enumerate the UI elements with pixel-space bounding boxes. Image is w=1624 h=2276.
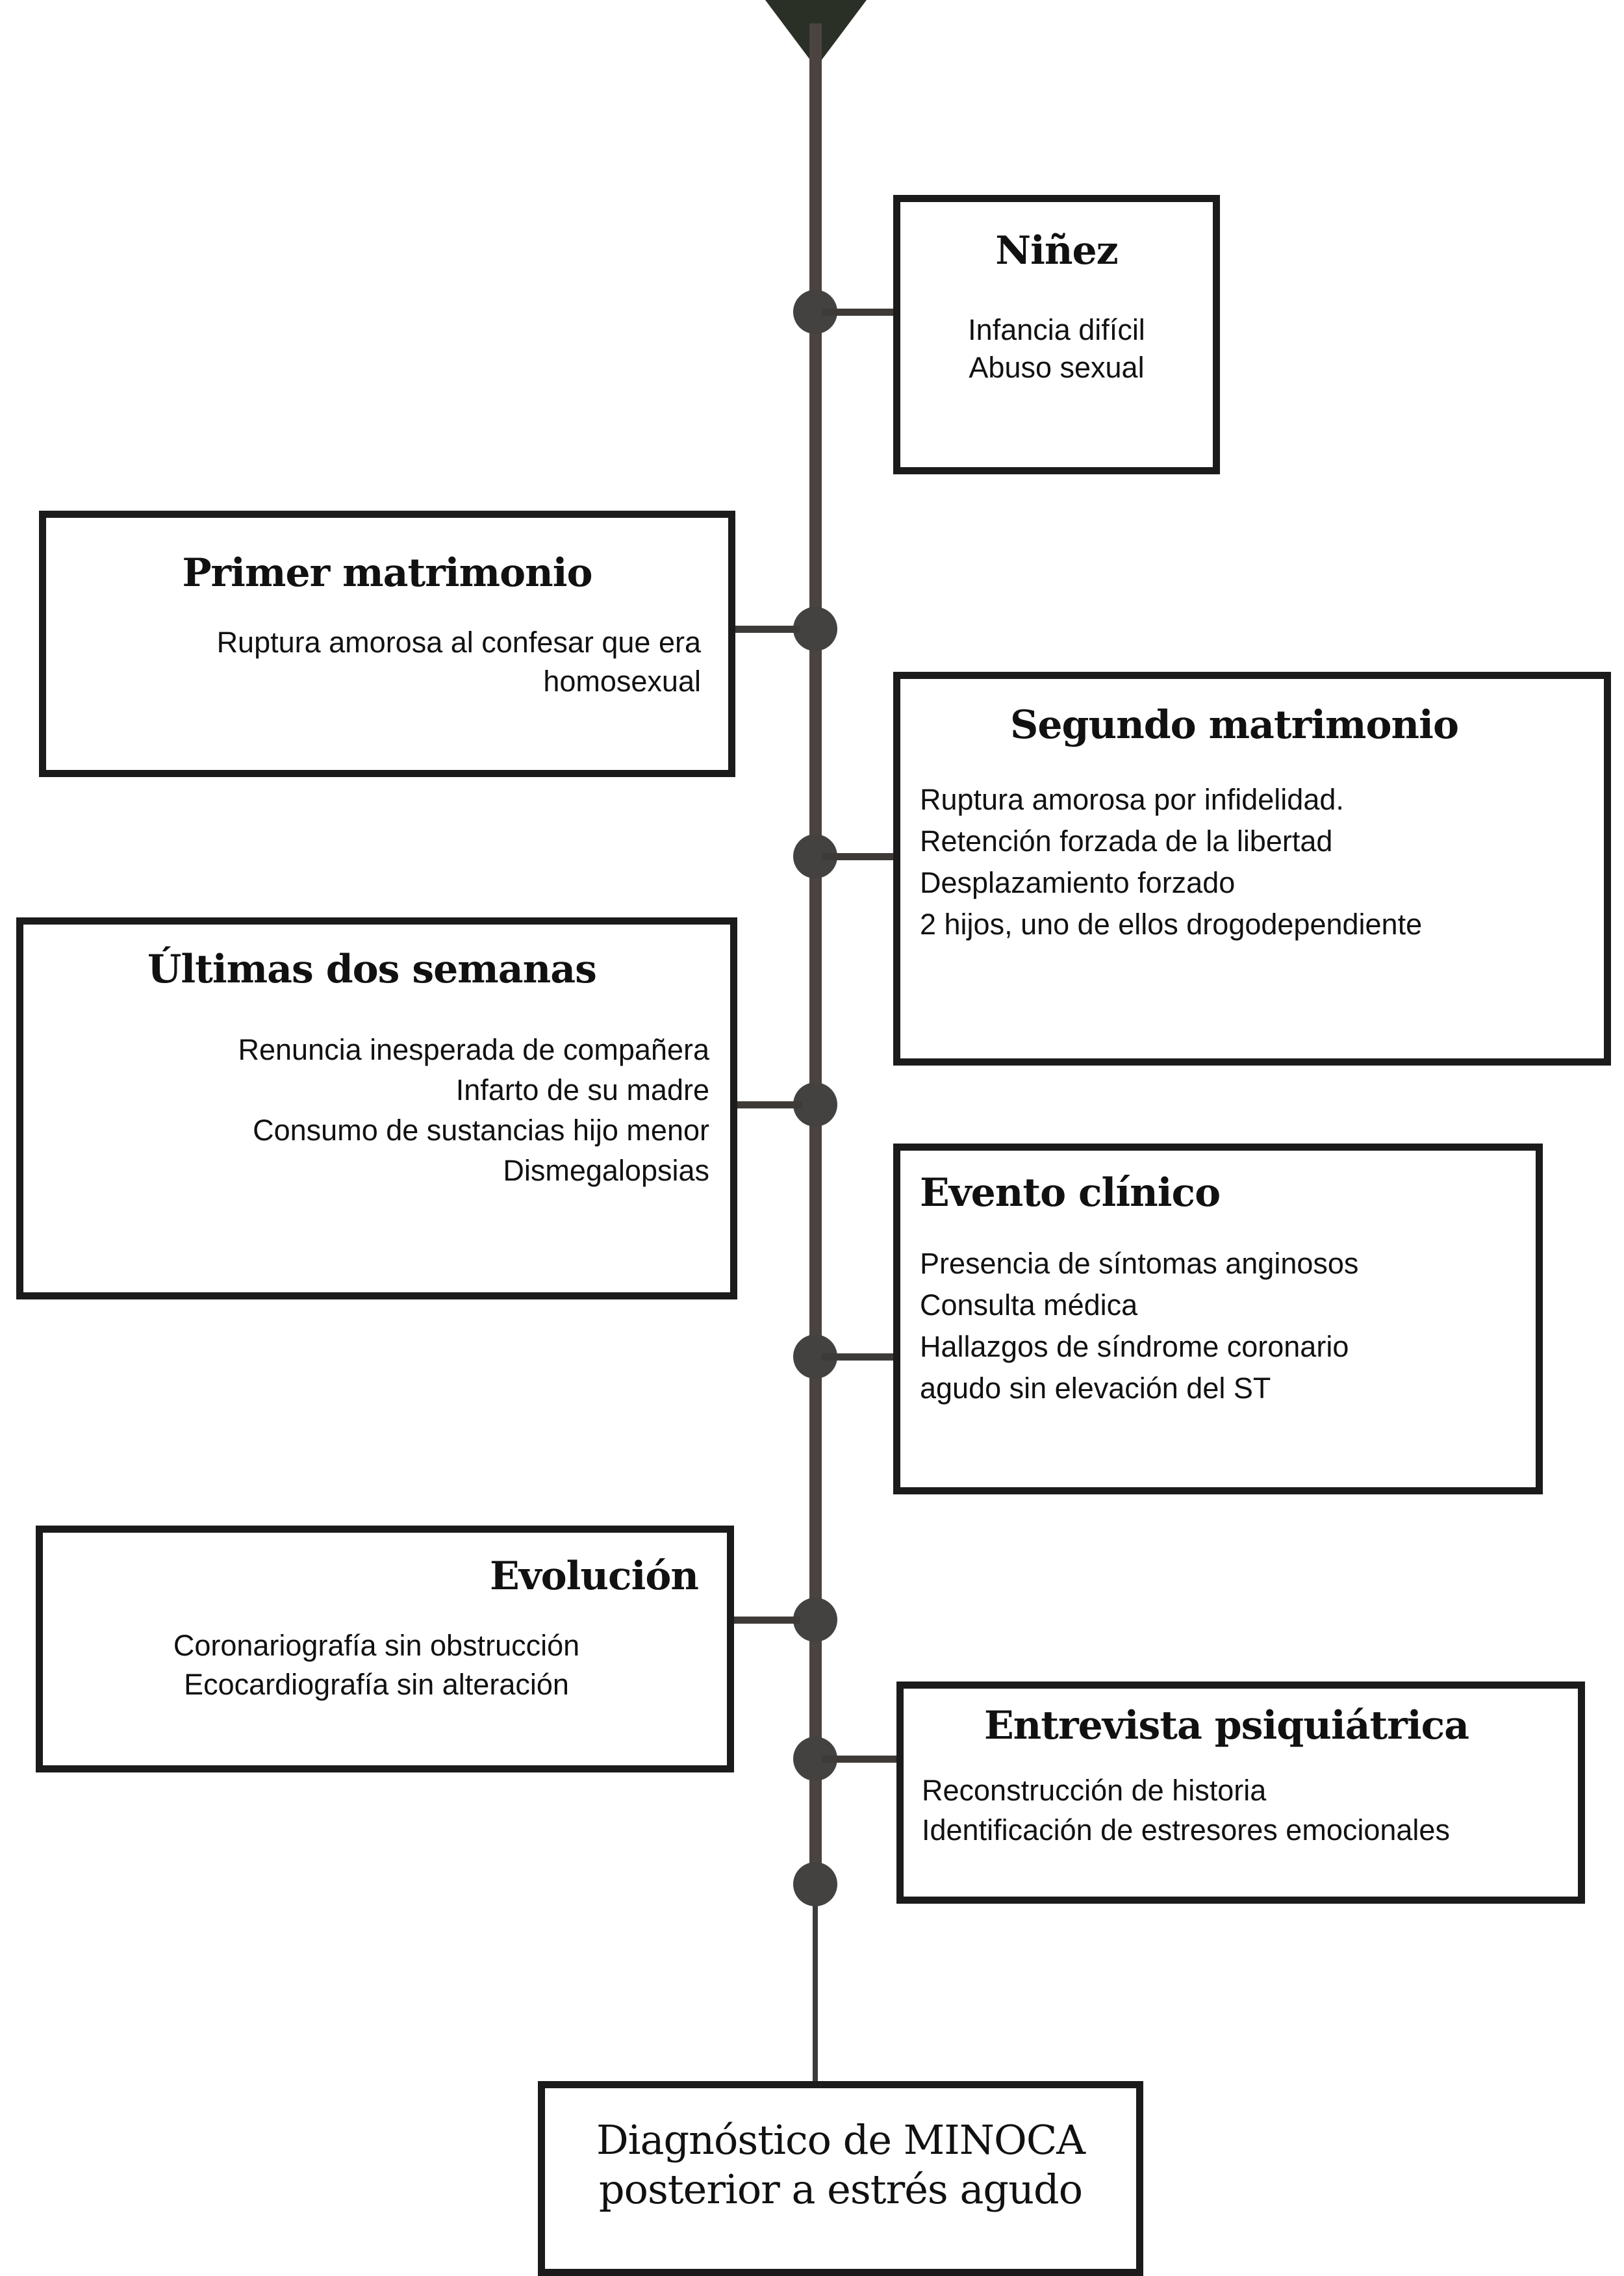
event-title-evento-clinico: Evento clínico [920, 1170, 1221, 1216]
event-card-ninez[interactable]: Niñez Infancia difícil Abuso sexual [893, 195, 1220, 474]
connector-ninez [822, 309, 898, 316]
timeline-node-evolucion[interactable] [793, 1598, 837, 1642]
event-body-entrevista-psiquiatrica: Reconstrucción de historia Identificació… [904, 1771, 1578, 1850]
event-body-segundo-matrimonio: Ruptura amorosa por infidelidad. Retenci… [900, 779, 1604, 945]
event-line: Retención forzada de la libertad [920, 824, 1333, 858]
event-body-evolucion: Coronariografía sin obstrucción Ecocardi… [43, 1626, 727, 1705]
event-line: agudo sin elevación del ST [920, 1371, 1271, 1405]
outcome-card-diagnostico[interactable]: Diagnóstico de MINOCA posterior a estrés… [538, 2081, 1143, 2276]
event-card-evolucion[interactable]: Evolución Coronariografía sin obstrucció… [36, 1526, 734, 1772]
event-line: Ruptura amorosa por infidelidad. [920, 783, 1344, 816]
event-card-primer-matrimonio[interactable]: Primer matrimonio Ruptura amorosa al con… [39, 511, 735, 777]
event-line: Identificación de estresores emocionales [922, 1813, 1450, 1847]
event-title-ultimas-dos-semanas: Últimas dos semanas [147, 947, 597, 992]
connector-segundo-matrimonio [822, 853, 898, 860]
event-line: Ecocardiografía sin alteración [184, 1668, 569, 1702]
event-line: Infarto de su madre [455, 1073, 709, 1107]
event-body-evento-clinico: Presencia de síntomas anginosos Consulta… [900, 1243, 1536, 1409]
event-line: Consulta médica [920, 1288, 1138, 1322]
event-line: Renuncia inesperada de compañera [238, 1033, 710, 1066]
connector-evolucion [728, 1617, 800, 1624]
event-card-ultimas-dos-semanas[interactable]: Últimas dos semanas Renuncia inesperada … [16, 917, 737, 1299]
event-line: Ruptura amorosa al confesar que era [216, 626, 701, 659]
outcome-text: Diagnóstico de MINOCA posterior a estrés… [545, 2116, 1136, 2214]
event-body-primer-matrimonio: Ruptura amorosa al confesar que era homo… [46, 623, 728, 702]
event-line: homosexual [543, 665, 701, 698]
event-line: Hallazgos de síndrome coronario [920, 1329, 1349, 1363]
connector-evento-clinico [822, 1353, 898, 1361]
event-line: Desplazamiento forzado [920, 865, 1236, 899]
event-line: Dismegalopsias [503, 1154, 709, 1188]
event-card-evento-clinico[interactable]: Evento clínico Presencia de síntomas ang… [893, 1144, 1543, 1494]
timeline-spine [809, 23, 822, 1889]
event-line: 2 hijos, uno de ellos drogodependiente [920, 907, 1423, 941]
event-title-ninez: Niñez [995, 228, 1119, 274]
event-line: Reconstrucción de historia [922, 1774, 1267, 1807]
connector-ultimas-dos-semanas [731, 1101, 802, 1108]
event-line: Coronariografía sin obstrucción [173, 1629, 580, 1662]
event-line: Consumo de sustancias hijo menor [253, 1114, 709, 1147]
outcome-line: posterior a estrés agudo [598, 2165, 1083, 2213]
connector-primer-matrimonio [729, 626, 800, 633]
event-title-segundo-matrimonio: Segundo matrimonio [1010, 702, 1459, 748]
event-title-evolucion: Evolución [490, 1554, 699, 1599]
event-body-ninez: Infancia difícil Abuso sexual [900, 311, 1213, 386]
event-line: Presencia de síntomas anginosos [920, 1247, 1359, 1280]
connector-entrevista [822, 1756, 902, 1763]
timeline-spine-tail [813, 1884, 818, 2082]
event-title-entrevista-psiquiatrica: Entrevista psiquiátrica [983, 1703, 1469, 1748]
timeline-node-diagnostico[interactable] [793, 1862, 837, 1906]
event-card-segundo-matrimonio[interactable]: Segundo matrimonio Ruptura amorosa por i… [893, 672, 1611, 1066]
event-line: Abuso sexual [969, 350, 1145, 384]
timeline-node-primer-matrimonio[interactable] [793, 607, 837, 651]
outcome-line: Diagnóstico de MINOCA [596, 2116, 1085, 2164]
event-line: Infancia difícil [968, 313, 1145, 346]
event-card-entrevista-psiquiatrica[interactable]: Entrevista psiquiátrica Reconstrucción d… [896, 1681, 1585, 1904]
event-title-primer-matrimonio: Primer matrimonio [182, 550, 592, 596]
event-body-ultimas-dos-semanas: Renuncia inesperada de compañera Infarto… [23, 1030, 730, 1191]
